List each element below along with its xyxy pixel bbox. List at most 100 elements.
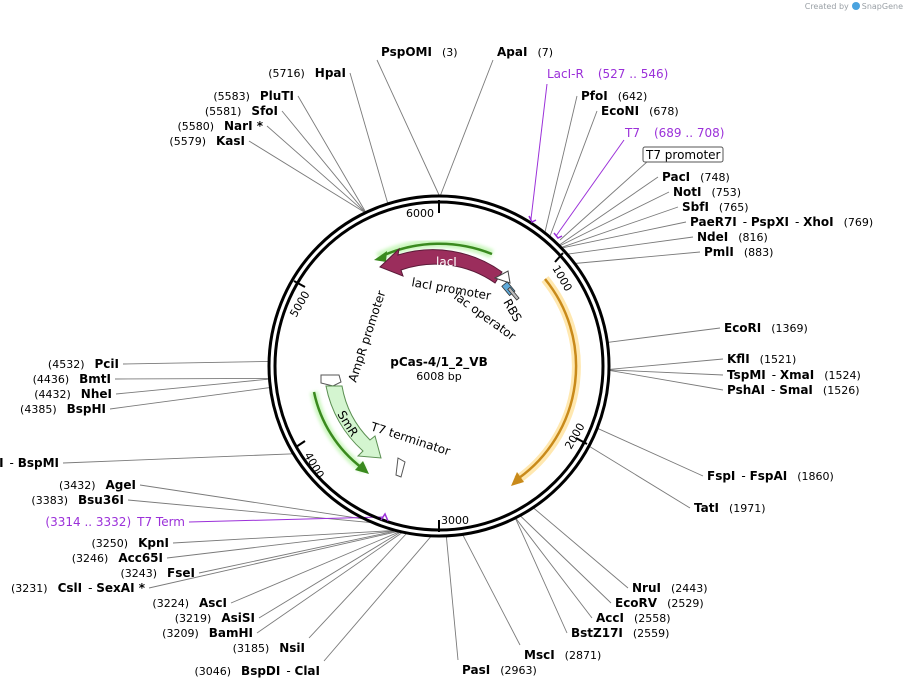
site-label-ecorv[interactable]: EcoRV(2529) bbox=[615, 596, 704, 610]
site-label-sfoi[interactable]: (5581)SfoI bbox=[205, 104, 278, 118]
SmR-arc[interactable] bbox=[312, 391, 363, 469]
site-label-bsu36i[interactable]: (3383)Bsu36I bbox=[31, 493, 124, 507]
LacI-R-primer-mark[interactable] bbox=[528, 215, 537, 224]
site-label-bsphi[interactable]: (4385)BspHI bbox=[20, 402, 106, 416]
site-label-pasi[interactable]: PasI(2963) bbox=[462, 663, 537, 677]
T7-promoter-frame bbox=[642, 146, 724, 163]
lacI-gene-arrow[interactable] bbox=[379, 247, 503, 284]
leader-line-paer7i bbox=[561, 221, 687, 249]
leader-line-nhei bbox=[115, 378, 270, 395]
leader-line-nrui bbox=[532, 507, 629, 589]
AmpR-promoter-label: AmpR promoter bbox=[346, 289, 389, 384]
leader-line-hpai bbox=[349, 72, 389, 205]
site-label-kfli[interactable]: KflI(1521) bbox=[727, 352, 796, 366]
site-label-agei[interactable]: (3432)AgeI bbox=[59, 478, 136, 492]
leader-line-tspmi bbox=[608, 369, 724, 376]
leader-line-kpni bbox=[172, 529, 396, 544]
lacI-promoter-mark[interactable] bbox=[493, 270, 511, 284]
site-label-hpai[interactable]: (5716)HpaI bbox=[268, 66, 346, 80]
leader-line-fsei bbox=[198, 530, 398, 574]
T7-terminator-mark[interactable] bbox=[395, 457, 406, 478]
LacI-R-primer-range-open: ( bbox=[598, 67, 603, 81]
site-label-msci[interactable]: MscI(2871) bbox=[524, 648, 601, 662]
lacI-arc-arrowhead bbox=[374, 251, 387, 262]
leader-line-bspdi bbox=[323, 535, 432, 662]
site-label-kpni[interactable]: (3250)KpnI bbox=[92, 536, 169, 550]
leader-line-bsu36i bbox=[127, 499, 374, 524]
site-label-nari[interactable]: (5580)NarI * bbox=[177, 119, 263, 133]
T7-primer-range-open: ( bbox=[654, 126, 659, 140]
AmpR-promoter-mark[interactable] bbox=[320, 374, 342, 387]
primer-labels: LacI-R(527 .. 546) T7(689 .. 708) (3314 … bbox=[45, 67, 724, 529]
site-label-fsei[interactable]: (3243)FseI bbox=[120, 566, 195, 580]
leader-line-msci bbox=[462, 534, 521, 646]
leader-line-pfoi bbox=[544, 95, 578, 234]
site-label-pluti[interactable]: (5583)PluTI bbox=[213, 89, 294, 103]
site-label-bstz17i[interactable]: BstZ17I(2559) bbox=[571, 626, 669, 640]
site-label-tspmi[interactable]: TspMI- XmaI(1524) bbox=[727, 368, 861, 382]
site-label-pcii[interactable]: (4532)PciI bbox=[48, 357, 119, 371]
LacI-R-primer-label[interactable]: LacI-R(527 .. 546) bbox=[547, 67, 668, 81]
leader-line-acc65i bbox=[166, 530, 397, 559]
site-label-fspi[interactable]: FspI- FspAI(1860) bbox=[707, 469, 834, 483]
site-label-bfuai[interactable]: (3987)BfuAI- BspMI bbox=[0, 456, 59, 470]
site-label-ecori[interactable]: EcoRI(1369) bbox=[724, 321, 808, 335]
site-label-nrui[interactable]: NruI(2443) bbox=[632, 581, 708, 595]
T7-primer-label[interactable]: T7(689 .. 708) bbox=[624, 126, 724, 140]
leader-line-kasi bbox=[248, 140, 366, 214]
credit-prefix: Created by bbox=[804, 2, 849, 11]
leader-line-agei bbox=[139, 484, 366, 520]
site-label-apai[interactable]: ApaI(7) bbox=[497, 45, 553, 59]
site-label-nhei[interactable]: (4432)NheI bbox=[34, 387, 112, 401]
site-label-acc65i[interactable]: (3246)Acc65I bbox=[72, 551, 163, 565]
leader-line-pshai bbox=[608, 369, 724, 391]
site-label-pspomi[interactable]: PspOMI(3) bbox=[381, 45, 458, 59]
T7-Term-primer-range-close: ) bbox=[126, 515, 131, 529]
SmR-gene-arrow[interactable] bbox=[325, 385, 382, 459]
site-label-noti[interactable]: NotI(753) bbox=[673, 185, 741, 199]
T7-promoter-box[interactable]: T7 promoter bbox=[642, 146, 724, 163]
site-label-asci[interactable]: (3224)AscI bbox=[152, 596, 227, 610]
leader-line-kfli bbox=[608, 358, 724, 370]
restriction-site-labels: PspOMI(3)ApaI(7)(5716)HpaI(5583)PluTI(55… bbox=[0, 45, 873, 678]
site-label-econi[interactable]: EcoNI(678) bbox=[601, 104, 679, 118]
site-label-asisi[interactable]: (3219)AsiSI bbox=[175, 611, 255, 625]
site-label-csli[interactable]: (3231)CslI- SexAI * bbox=[11, 581, 146, 595]
T7-promoter-label: T7 promoter bbox=[645, 148, 721, 162]
site-label-sbfi[interactable]: SbfI(765) bbox=[682, 200, 749, 214]
site-label-ndei[interactable]: NdeI(816) bbox=[697, 230, 768, 244]
site-label-pfoi[interactable]: PfoI(642) bbox=[581, 89, 647, 103]
leader-line-nsii bbox=[308, 532, 408, 639]
leader-line-bstz17i bbox=[514, 517, 568, 634]
primer-leader-t7-term bbox=[188, 516, 384, 523]
site-label-paci[interactable]: PacI(748) bbox=[662, 170, 730, 184]
T7-terminator-label: T7 terminator bbox=[368, 419, 452, 458]
site-label-pmli[interactable]: PmlI(883) bbox=[704, 245, 773, 259]
site-label-pshai[interactable]: PshAI- SmaI(1526) bbox=[727, 383, 859, 397]
site-label-nsii[interactable]: (3185)NsiI bbox=[233, 641, 305, 655]
leader-line-pmli bbox=[574, 251, 701, 264]
site-label-paer7i[interactable]: PaeR7I- PspXI- XhoI(769) bbox=[690, 215, 873, 229]
RBS-label: RBS bbox=[500, 297, 524, 325]
leader-line-pspomi bbox=[376, 59, 440, 197]
site-label-acci[interactable]: AccI(2558) bbox=[596, 611, 671, 625]
T7-Term-primer-mark[interactable] bbox=[380, 512, 389, 522]
site-label-bamhi[interactable]: (3209)BamHI bbox=[162, 626, 253, 640]
SmR-arc-arrowhead bbox=[355, 461, 369, 474]
T7-Term-primer-label[interactable]: (3314 .. 3332)T7 Term bbox=[45, 515, 185, 529]
leader-line-acci bbox=[515, 517, 593, 619]
RBS-mark[interactable] bbox=[507, 286, 520, 301]
T7-primer-mark[interactable] bbox=[553, 232, 563, 239]
orf-arc[interactable] bbox=[518, 278, 578, 480]
site-label-kasi[interactable]: (5579)KasI bbox=[169, 134, 245, 148]
leader-line-asci bbox=[230, 531, 401, 604]
tick-mark-5000 bbox=[293, 280, 306, 288]
lacI-arc[interactable] bbox=[381, 242, 493, 258]
site-label-bspdi[interactable]: (3046)BspDI- ClaI bbox=[194, 664, 320, 678]
tick-mark-2000 bbox=[575, 437, 588, 445]
T7-Term-primer-range-open: ( bbox=[45, 515, 50, 529]
leader-line-tati bbox=[588, 445, 691, 509]
site-label-tati[interactable]: TatI(1971) bbox=[694, 501, 766, 515]
site-label-bmti[interactable]: (4436)BmtI bbox=[33, 372, 111, 386]
credit-brand: SnapGene bbox=[861, 2, 903, 11]
